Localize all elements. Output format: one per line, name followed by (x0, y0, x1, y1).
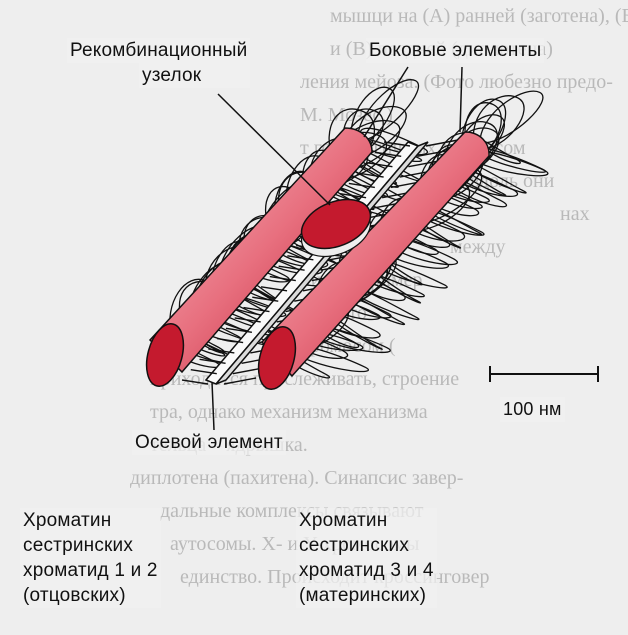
right-label-line4: (материнских) (296, 583, 437, 608)
ladder-rung (181, 379, 209, 385)
scale-bar (489, 366, 599, 382)
right-label-line2: сестринских (296, 533, 437, 558)
ladder-rung (217, 337, 244, 344)
recombination-nodule (300, 198, 372, 258)
paternal-chromatin-label: Хроматин сестринских хроматид 1 и 2 (отц… (20, 508, 161, 608)
ladder-rung (208, 348, 235, 354)
ladder-rung (417, 149, 450, 158)
ladder-rung (225, 327, 253, 333)
scale-label: 100 нм (500, 397, 565, 422)
background-text-line: мышци на (A) ранней (заготена), (Б) (330, 5, 628, 27)
lateral-pointer-left (363, 66, 409, 138)
ladder-rung (223, 377, 257, 385)
lateral-label-text: Боковые элементы (366, 38, 545, 63)
right-label-line3: хроматид 3 и 4 (296, 558, 437, 583)
chromatin-loop (356, 79, 419, 142)
pointer-lines (211, 66, 463, 431)
left-label-line3: хроматид 1 и 2 (20, 558, 161, 583)
ladder-rung (287, 255, 314, 261)
recombination-nodule-label: Рекомбинационный узелок (67, 38, 251, 88)
ladder-rung (366, 162, 393, 168)
chromatin-loop (464, 102, 502, 157)
ladder-rung (408, 160, 441, 168)
ladder-rung (199, 358, 226, 364)
recomb-label-line1: Рекомбинационный (67, 38, 251, 63)
recomb-pointer (217, 93, 331, 206)
chromatin-loop (472, 95, 525, 150)
axial-label-text: Осевой элемент (132, 430, 286, 455)
ladder-rung (348, 182, 375, 189)
ladder-rung (252, 296, 279, 302)
ladder-rung (260, 286, 288, 292)
lateral-elements-label: Боковые элементы (366, 38, 545, 63)
background-text-line: приходится прослеживать, строение (150, 368, 459, 390)
right-label-line1: Хроматин (296, 508, 437, 533)
ladder-rung (425, 139, 459, 147)
ladder-rung (243, 306, 270, 313)
lateral-element-right (257, 131, 490, 390)
left-label-line2: сестринских (20, 533, 161, 558)
background-text-line: диплотена (пахитена). Синапсис завер- (130, 467, 463, 489)
lateral-pointer-right (459, 66, 463, 133)
ladder-rung (278, 265, 305, 271)
ladder-rung (234, 317, 261, 323)
scale-label-text: 100 нм (500, 397, 565, 422)
ladder-rung (339, 193, 367, 199)
recomb-label-line2: узелок (139, 63, 251, 88)
background-text-line: между (450, 236, 506, 258)
background-text-line: тра, однако механизм механизма (150, 401, 428, 423)
ladder-rung (269, 275, 296, 282)
lateral-element-left (145, 127, 373, 387)
axial-pointer (211, 381, 215, 431)
ladder-rung (375, 151, 402, 158)
ladder-rung (190, 368, 217, 375)
ladder-rung (357, 172, 384, 178)
left-label-line1: Хроматин (20, 508, 161, 533)
left-label-line4: (отцовских) (20, 583, 161, 608)
background-text-line: ления мейоза. (Фото любезно предо- (300, 71, 613, 93)
maternal-chromatin-label: Хроматин сестринских хроматид 3 и 4 (мат… (296, 508, 437, 608)
background-text-line: нах (560, 203, 590, 225)
ladder-rung (383, 141, 411, 147)
chromatin-loop (479, 90, 544, 144)
axial-element-label: Осевой элемент (132, 430, 286, 455)
